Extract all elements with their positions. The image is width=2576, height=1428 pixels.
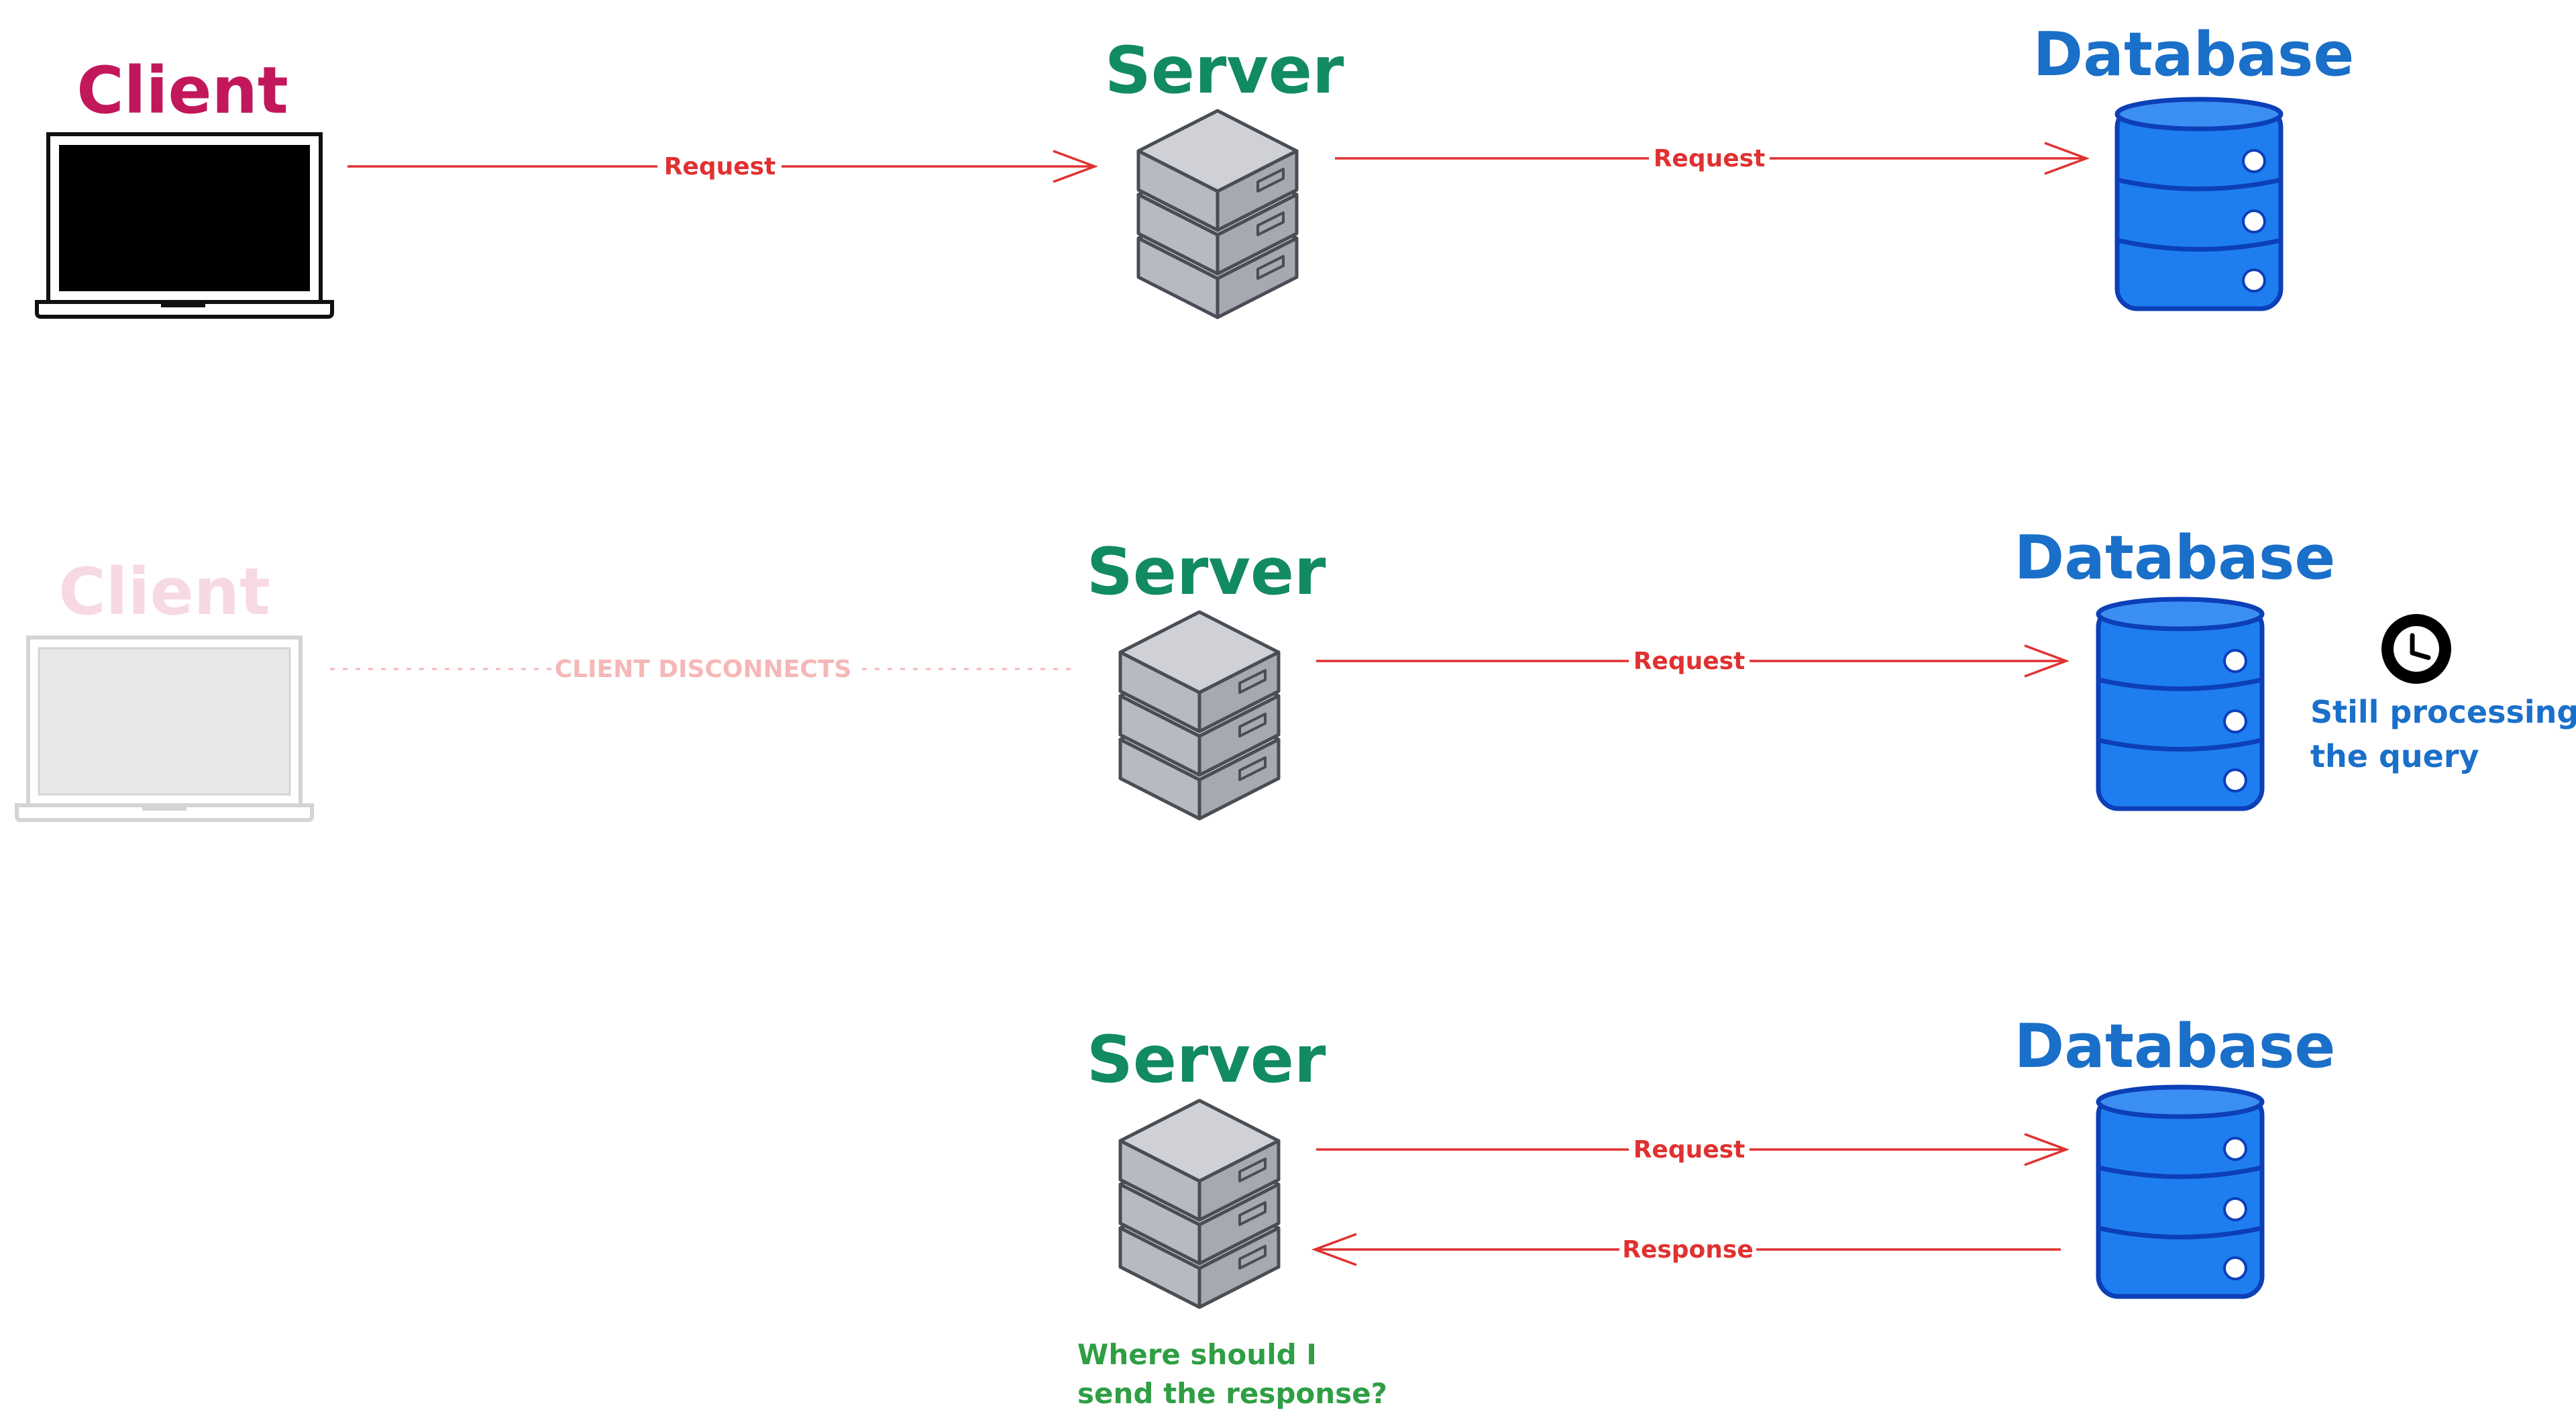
- arrow-label-request: Request: [664, 153, 776, 181]
- arrow-server-to-db: [1316, 644, 2070, 678]
- arrow-server-to-db: [1335, 142, 2090, 175]
- server-title: Server: [1087, 1022, 1326, 1097]
- server-note-line2: send the response?: [1077, 1377, 1387, 1410]
- arrow-label-request: Request: [1633, 1136, 1746, 1164]
- arrow-client-to-server: [347, 150, 1099, 183]
- arrow-db-to-server: [1311, 1233, 2061, 1266]
- arrow-label-request: Request: [1633, 648, 1746, 675]
- clock-icon: [2381, 614, 2451, 684]
- database-icon: [2098, 1087, 2262, 1296]
- server-icon: [1120, 1101, 1279, 1307]
- laptop-icon-faded: [15, 635, 314, 822]
- arrow-server-to-db: [1316, 1133, 2070, 1166]
- server-title: Server: [1105, 33, 1344, 108]
- database-title: Database: [2015, 523, 2336, 593]
- server-title: Server: [1087, 534, 1326, 609]
- db-note-line2: the query: [2310, 738, 2479, 774]
- database-icon: [2098, 599, 2262, 809]
- client-title: Client: [76, 53, 288, 128]
- arrow-label-response: Response: [1622, 1236, 1754, 1264]
- server-icon: [1138, 111, 1297, 317]
- server-note-line1: Where should I: [1077, 1338, 1317, 1371]
- db-note-line1: Still processing: [2310, 694, 2576, 730]
- laptop-icon: [35, 132, 334, 319]
- database-icon: [2117, 99, 2281, 309]
- arrow-label-request: Request: [1654, 145, 1766, 172]
- database-title: Database: [2015, 1011, 2336, 1082]
- server-icon: [1120, 612, 1279, 819]
- client-title-faded: Client: [58, 554, 270, 629]
- disconnect-label: CLIENT DISCONNECTS: [555, 656, 852, 683]
- database-title: Database: [2033, 19, 2355, 90]
